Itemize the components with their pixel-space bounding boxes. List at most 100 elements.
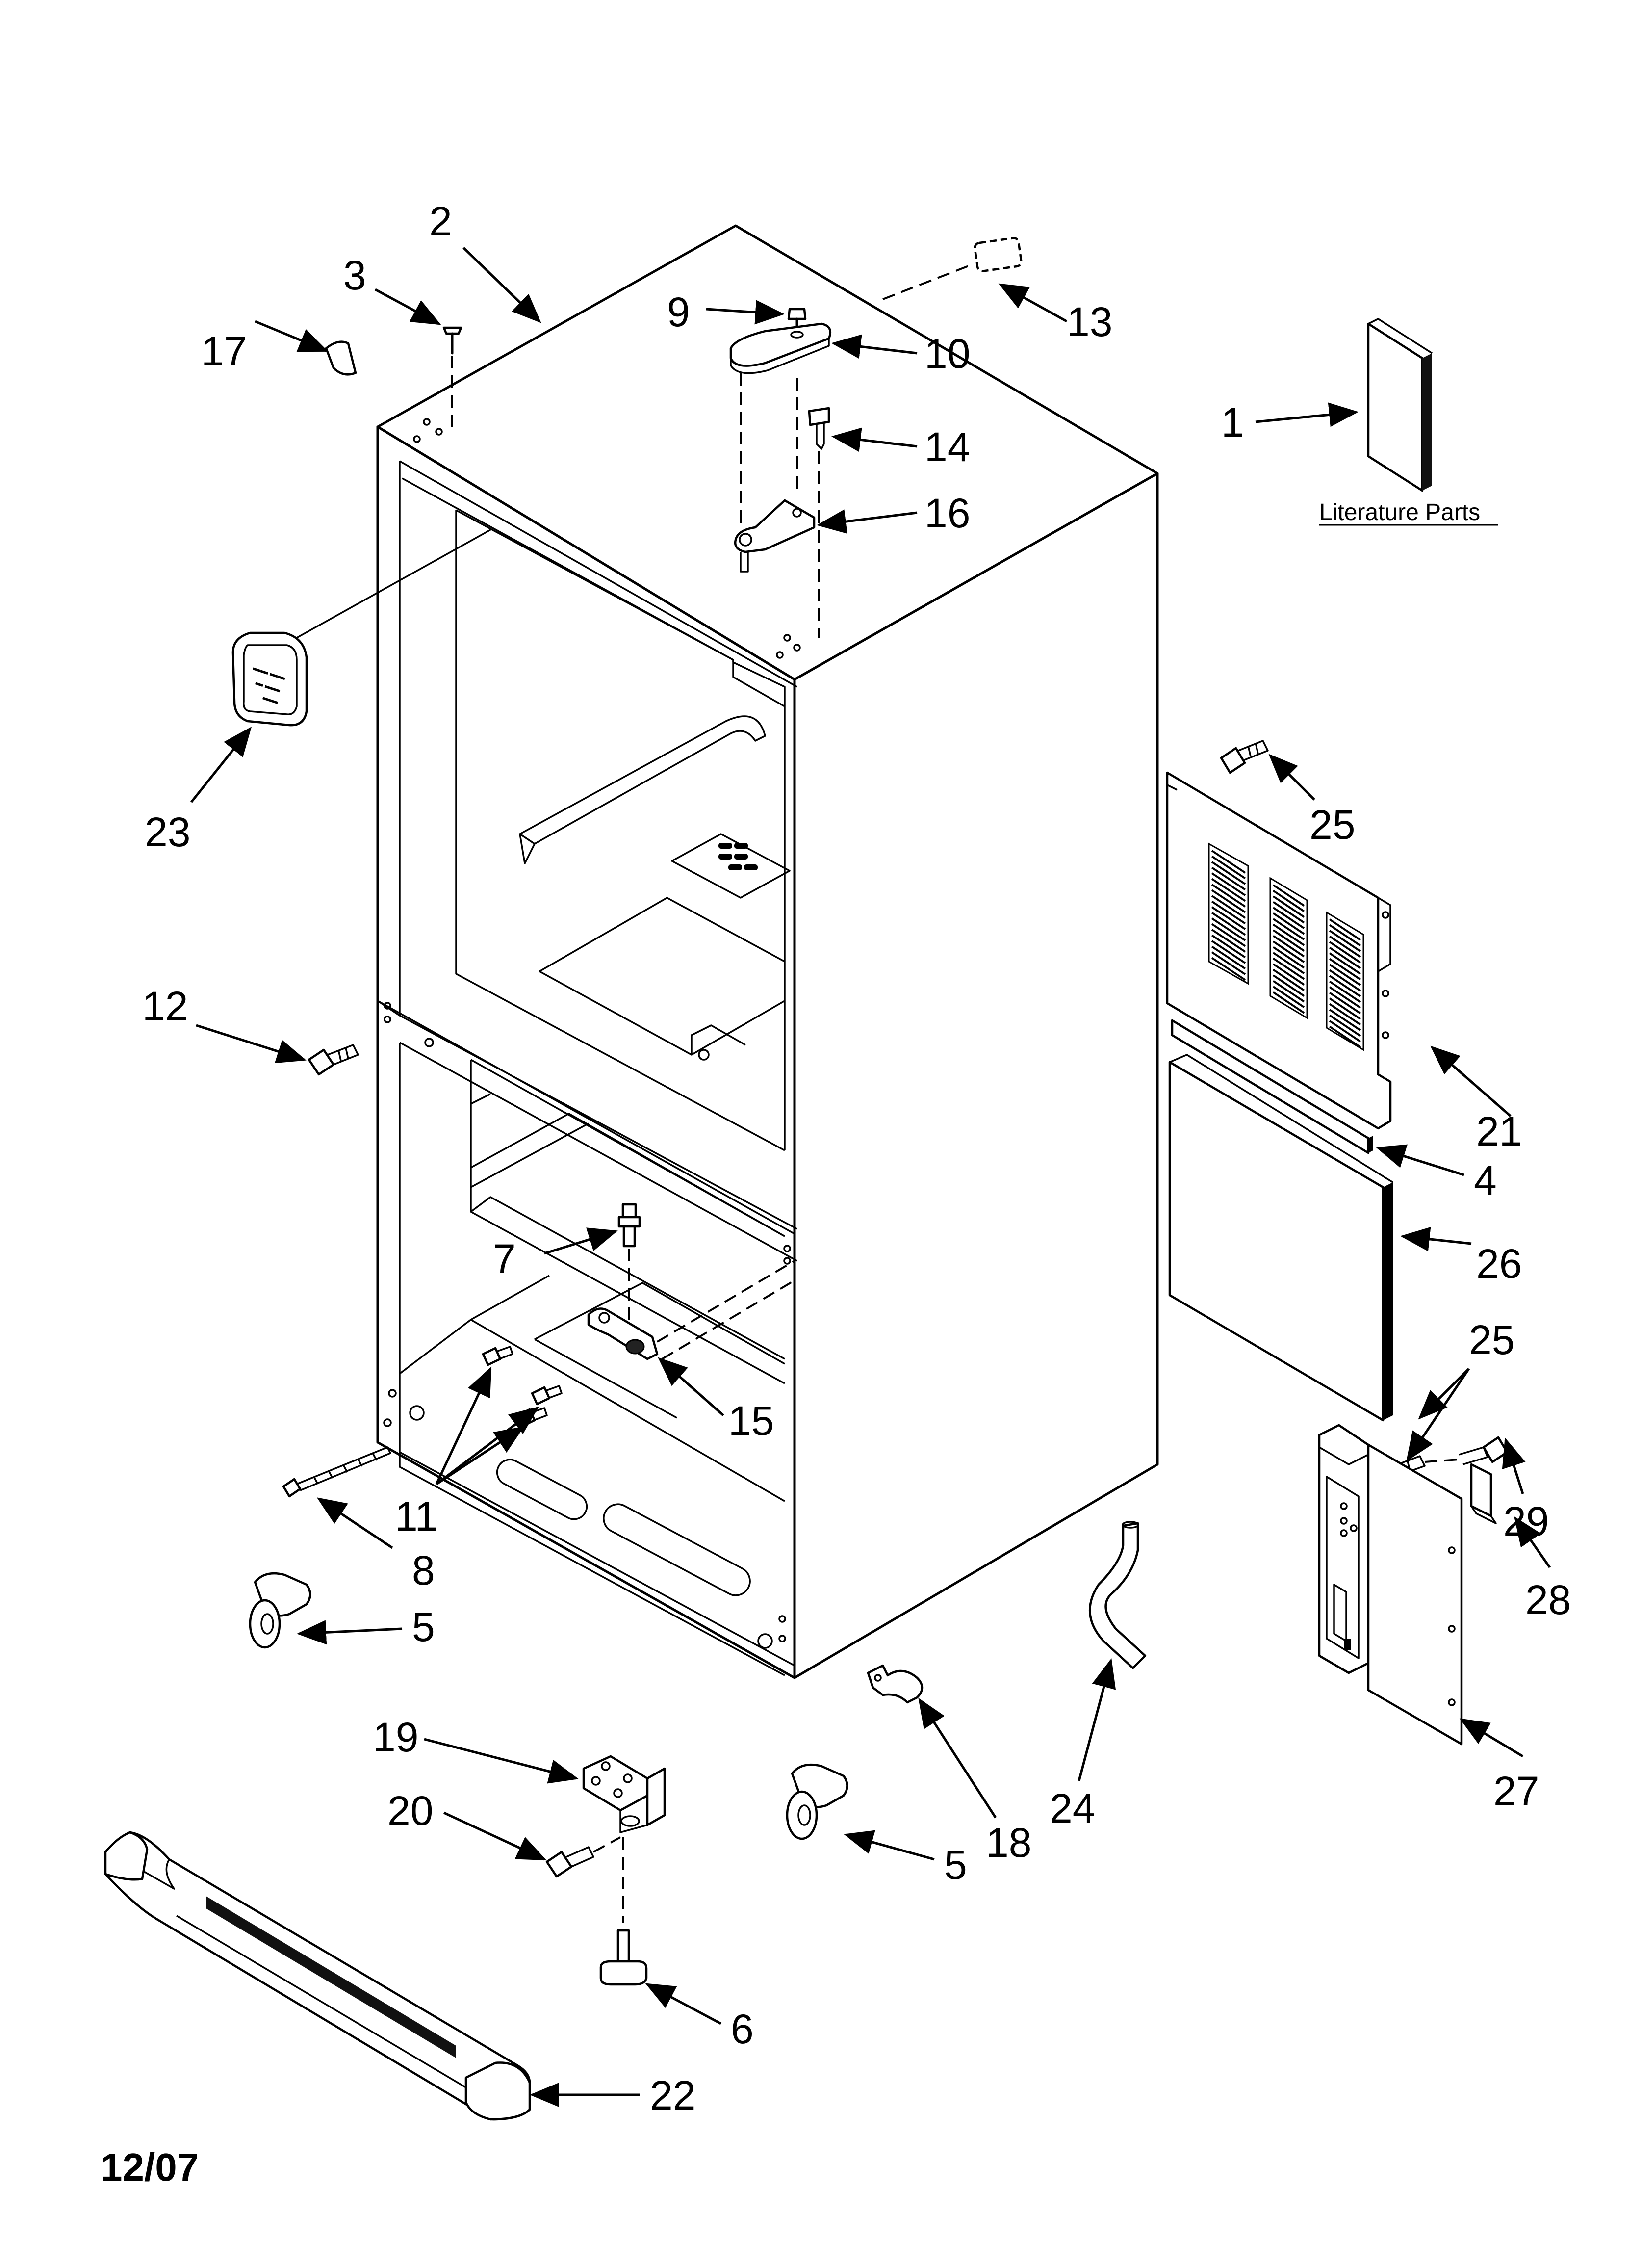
vent-slat (1211, 861, 1246, 885)
callout-16: 16 (924, 490, 970, 536)
vent-slat (1329, 997, 1361, 1020)
vent-slat (1272, 912, 1305, 935)
callout-5a: 5 (412, 1604, 435, 1650)
vent-slat (1211, 923, 1246, 947)
callout-26: 26 (1476, 1241, 1522, 1287)
part-22-base-grille (104, 1831, 531, 2121)
part-8-bolt (282, 1446, 391, 1498)
vent-slat (1329, 930, 1361, 952)
cabinet (376, 224, 1159, 1679)
part-18-clamp (867, 1664, 924, 1704)
callout-15: 15 (728, 1398, 774, 1444)
part-17-tape (325, 340, 357, 376)
callout-13: 13 (1067, 299, 1112, 345)
vent-slat (1211, 940, 1246, 964)
part-21-compressor-cover (1166, 771, 1392, 1130)
part-14-bolt (808, 407, 830, 638)
part-1-literature (1367, 318, 1433, 492)
vent-slat (1329, 924, 1361, 947)
vent-slat (1211, 945, 1246, 970)
callout-29: 29 (1503, 1498, 1549, 1544)
vent-slat (1329, 980, 1361, 1003)
vent-slat (1329, 991, 1361, 1015)
part-11-screws (482, 1346, 563, 1428)
part-20-screw (545, 1836, 621, 1878)
callout-10: 10 (924, 331, 970, 377)
part-7-stud (617, 1203, 641, 1325)
vent-slat (1211, 872, 1246, 896)
part-23-control: ▬▬ ▬▬ ▬ ▬▬ ▬▬ (231, 529, 491, 727)
vent-slat (1272, 918, 1305, 940)
part-28-plate (1470, 1463, 1497, 1524)
callout-27: 27 (1493, 1768, 1539, 1814)
part-13-label (882, 237, 1023, 300)
callout-11: 11 (395, 1493, 437, 1539)
callout-19: 19 (373, 1714, 418, 1760)
vent-slat (1329, 1003, 1361, 1026)
part-29-screw (1424, 1436, 1509, 1465)
vent-slat (1329, 1025, 1361, 1048)
vent-slat (1329, 941, 1361, 964)
part-16-hinge (734, 499, 816, 573)
vent-slat (1272, 929, 1305, 952)
vent-slat (1272, 991, 1305, 1014)
vent-slat (1211, 917, 1246, 941)
callout-5b: 5 (944, 1842, 967, 1888)
vent-slat (1211, 912, 1246, 936)
vent-slat (1329, 958, 1361, 981)
callout-28: 28 (1525, 1577, 1571, 1623)
vent-slat (1329, 975, 1361, 997)
part-6-leveling-leg (599, 1837, 648, 1986)
vent-slat (1211, 934, 1246, 959)
part-26-insulation (1168, 1054, 1393, 1422)
callout-20: 20 (387, 1788, 433, 1834)
vent-slat (1211, 889, 1246, 913)
callout-18: 18 (986, 1820, 1031, 1866)
vent-slat (1272, 889, 1305, 912)
vent-slat (1211, 895, 1246, 919)
callout-14: 14 (924, 424, 970, 470)
part-10-hinge-cover (729, 322, 832, 530)
vent-slat (1272, 952, 1305, 974)
callout-6: 6 (731, 2006, 754, 2052)
vent-slat (1211, 951, 1246, 975)
callout-8: 8 (412, 1547, 435, 1593)
callout-25a: 25 (1309, 802, 1355, 848)
vent-slat (1329, 1014, 1361, 1037)
revision-date: 12/07 (101, 2145, 199, 2189)
vent-slat (1272, 957, 1305, 980)
callout-4: 4 (1474, 1157, 1497, 1203)
part-5-caster-left (249, 1572, 311, 1649)
vent-slat (1272, 968, 1305, 991)
part-15-bracket (587, 1260, 795, 1360)
vent-slat (1272, 946, 1305, 969)
vent-slat (1272, 923, 1305, 946)
vent-slat (1211, 850, 1246, 874)
vent-slat (1272, 907, 1305, 929)
vent-slat (1272, 884, 1305, 907)
vent-slat (1272, 940, 1305, 963)
vent-slat (1211, 929, 1246, 953)
vent-slat (1272, 935, 1305, 958)
leader-lines (190, 247, 1551, 2107)
vent-slat (1329, 964, 1361, 986)
vent-slat (1329, 952, 1361, 975)
vent-slat (1211, 884, 1246, 908)
vent-slat (1211, 878, 1246, 902)
vent-slat (1329, 1009, 1361, 1031)
vent-slat (1272, 901, 1305, 924)
vent-slat (1272, 980, 1305, 1003)
literature-parts-label: Literature Parts (1319, 499, 1480, 525)
callout-2: 2 (429, 198, 452, 244)
vent-slat (1329, 1020, 1361, 1043)
callout-labels: 1 2 3 4 5 5 6 7 8 9 10 11 12 13 14 15 16… (142, 198, 1571, 2118)
vent-slat (1329, 969, 1361, 992)
callout-21: 21 (1476, 1108, 1522, 1154)
vent-slat (1211, 866, 1246, 891)
callout-22: 22 (650, 2072, 695, 2118)
callout-3: 3 (343, 252, 366, 298)
vent-slat (1329, 946, 1361, 969)
callout-12: 12 (142, 983, 188, 1029)
callout-9: 9 (667, 289, 690, 335)
